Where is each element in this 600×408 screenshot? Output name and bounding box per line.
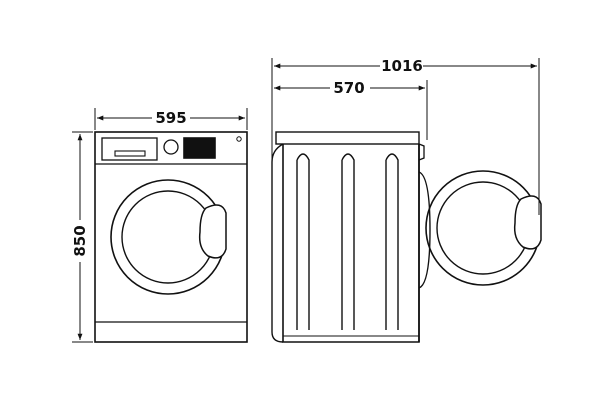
power-button	[236, 136, 242, 142]
open-door-handle	[513, 195, 542, 250]
side-rib-2	[341, 153, 355, 330]
program-knob	[163, 139, 179, 155]
side-depth-label: 570	[333, 79, 364, 97]
height-label: 850	[71, 225, 89, 256]
side-ribs	[296, 153, 399, 330]
detergent-drawer	[101, 137, 158, 161]
front-width-label: 595	[155, 109, 186, 127]
total-depth-label: 1016	[381, 57, 423, 75]
front-body	[94, 131, 248, 343]
side-view	[271, 131, 431, 343]
side-top-panel	[275, 131, 420, 145]
height-dimension	[72, 131, 93, 343]
side-control-bump	[418, 143, 425, 161]
display-panel	[183, 137, 216, 159]
drawer-handle	[114, 150, 146, 157]
total-depth-dimension	[271, 58, 540, 215]
open-door	[425, 170, 542, 286]
side-depth-dimension	[271, 80, 428, 308]
side-rib-3	[385, 153, 399, 330]
side-rear-edge	[271, 143, 284, 343]
side-rib-1	[296, 153, 310, 330]
door-handle	[198, 204, 227, 259]
side-door-profile	[418, 171, 431, 289]
front-view	[94, 131, 248, 343]
front-width-dimension	[94, 108, 248, 130]
